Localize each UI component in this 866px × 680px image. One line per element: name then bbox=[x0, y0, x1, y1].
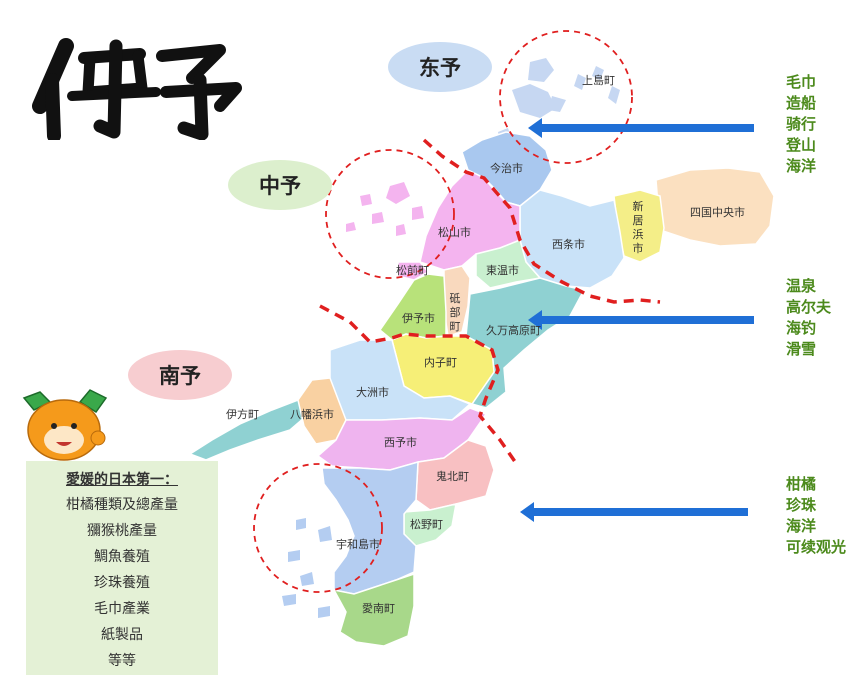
info-item: 獼猴桃產量 bbox=[87, 523, 157, 539]
city-label-toon: 東温市 bbox=[486, 264, 519, 277]
region-badge-toyo: 东予 bbox=[388, 42, 492, 92]
info-item: 鯛魚養殖 bbox=[94, 549, 150, 565]
city-label-uwajima: 宇和島市 bbox=[336, 538, 380, 551]
city-label-ikata: 伊方町 bbox=[226, 408, 259, 421]
matsuyama-islands bbox=[346, 182, 424, 236]
city-label-uchiko: 内子町 bbox=[424, 356, 457, 369]
region-label: 中予 bbox=[259, 174, 301, 198]
kumakogen-region[interactable] bbox=[465, 277, 586, 409]
city-label-kihoku: 鬼北町 bbox=[436, 470, 469, 483]
calligraphy-title bbox=[32, 38, 242, 140]
chuyo-nanyo-boundary bbox=[319, 304, 520, 467]
japan-first-info-box: 愛媛的日本第一： 柑橘種類及總產量 獼猴桃產量 鯛魚養殖 珍珠養殖 毛巾產業 紙… bbox=[26, 461, 218, 675]
toyo-chuyo-boundary bbox=[422, 138, 661, 304]
masaki-region[interactable] bbox=[397, 261, 430, 281]
info-box-title: 愛媛的日本第一： bbox=[66, 472, 178, 488]
city-label-ozu: 大洲市 bbox=[356, 386, 389, 399]
city-label-matsuyama: 松山市 bbox=[438, 226, 471, 239]
city-label-saijo: 西条市 bbox=[552, 238, 585, 251]
arrow-toyo bbox=[528, 118, 754, 138]
region-label: 东予 bbox=[419, 56, 461, 80]
iyo-region[interactable] bbox=[378, 273, 447, 341]
feature-item: 骑行 bbox=[786, 115, 817, 133]
feature-list-toyo: 毛巾 造船 骑行 登山 海洋 bbox=[786, 72, 816, 177]
city-label-imabari: 今治市 bbox=[490, 162, 523, 175]
city-label-kumakogen: 久万高原町 bbox=[486, 324, 541, 337]
city-label-ainan: 愛南町 bbox=[362, 602, 395, 615]
feature-item: 柑橘 bbox=[786, 475, 817, 493]
feature-list-chuyo: 温泉 高尔夫 海钓 滑雪 bbox=[786, 276, 831, 360]
arrow-chuyo bbox=[528, 310, 754, 330]
city-label-seiyo: 西予市 bbox=[384, 436, 417, 449]
info-item: 等等 bbox=[108, 653, 136, 669]
ainan-region[interactable] bbox=[332, 572, 415, 647]
feature-item: 珍珠 bbox=[786, 496, 817, 514]
feature-list-nanyo: 柑橘 珍珠 海洋 可续观光 bbox=[786, 474, 846, 558]
city-label-yawatahama: 八幡浜市 bbox=[290, 408, 334, 421]
region-badge-chuyo: 中予 bbox=[228, 160, 332, 210]
feature-item: 滑雪 bbox=[786, 340, 817, 358]
info-item: 毛巾產業 bbox=[94, 601, 150, 617]
info-item: 珍珠養殖 bbox=[94, 575, 150, 591]
feature-item: 海洋 bbox=[786, 157, 817, 175]
city-label-kamijima: 上島町 bbox=[582, 74, 615, 87]
chuyo-islands-focus-circle bbox=[325, 149, 455, 279]
feature-arrows bbox=[520, 118, 754, 522]
arrow-nanyo bbox=[520, 502, 748, 522]
feature-item: 造船 bbox=[786, 94, 817, 112]
city-label-matsuno: 松野町 bbox=[410, 518, 443, 531]
feature-item: 可续观光 bbox=[786, 538, 847, 556]
feature-item: 高尔夫 bbox=[786, 298, 832, 316]
mican-mascot bbox=[22, 389, 108, 461]
city-label-iyo: 伊予市 bbox=[402, 312, 435, 325]
feature-item: 毛巾 bbox=[786, 73, 817, 91]
shikokuchuo-region[interactable] bbox=[655, 167, 775, 247]
feature-item: 登山 bbox=[786, 136, 817, 154]
city-label-niihama: 新居浜市 bbox=[632, 200, 644, 255]
city-label-masaki: 松前町 bbox=[396, 264, 429, 277]
kihoku-region[interactable] bbox=[415, 439, 495, 511]
region-badge-nanyo: 南予 bbox=[128, 350, 232, 400]
info-item: 紙製品 bbox=[101, 627, 143, 643]
city-label-tobe: 砥部町 bbox=[449, 292, 461, 333]
info-item: 柑橘種類及總產量 bbox=[66, 497, 178, 513]
feature-item: 海洋 bbox=[786, 517, 817, 535]
city-label-shikokuchuo: 四国中央市 bbox=[690, 206, 745, 219]
feature-item: 海钓 bbox=[786, 319, 817, 337]
uwajima-islands bbox=[282, 518, 332, 618]
uwajima-islands-focus-circle bbox=[253, 463, 383, 593]
uwajima-region[interactable] bbox=[321, 460, 419, 595]
feature-item: 温泉 bbox=[786, 277, 817, 295]
region-label: 南予 bbox=[159, 364, 201, 388]
kamijima-focus-circle bbox=[499, 30, 633, 164]
